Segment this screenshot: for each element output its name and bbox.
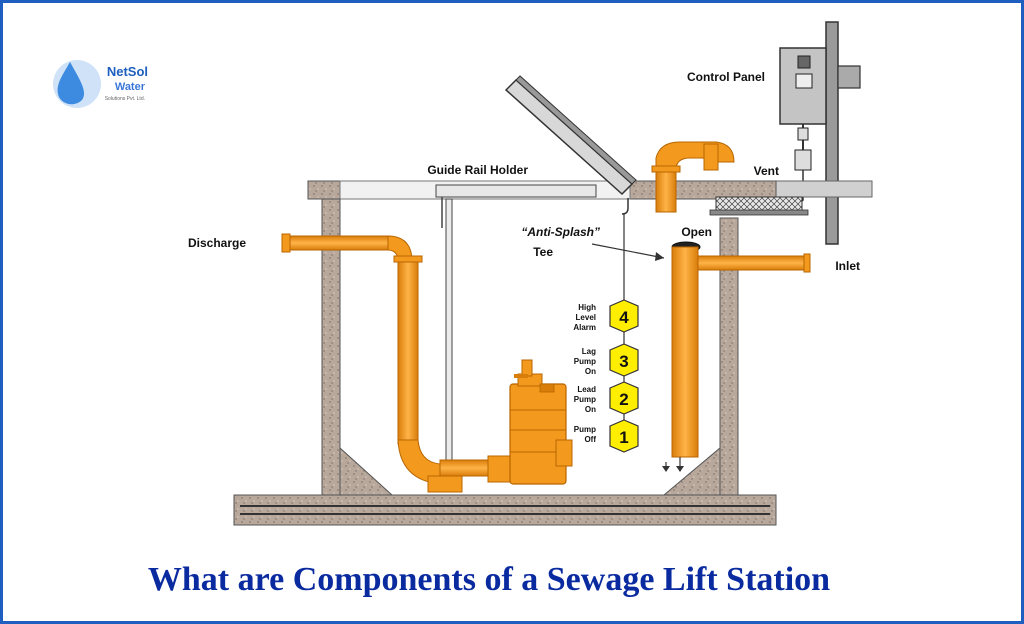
arrow-head-icon [676,466,684,472]
float-4: 4 High Level Alarm [573,299,639,333]
label-anti-splash: “Anti-Splash” [521,225,600,239]
vent-coupling [651,165,681,173]
tee-pointer-line [591,243,665,259]
float-3: 3 Lag Pump On [574,343,639,377]
discharge-pipe-horizontal [287,235,391,251]
float-label: On [585,367,596,376]
panel-bracket [837,65,861,89]
page-title: What are Components of a Sewage Lift Sta… [148,561,830,598]
float-label: Pump [574,395,596,404]
discharge-flange [281,233,291,253]
label-control-panel: Control Panel [687,70,765,84]
logo-tagline: Solutions Pvt. Ltd. [105,96,145,102]
guide-rail-holder [435,184,597,198]
logo: NetSol Water Solutions Pvt. Ltd. [53,60,148,108]
logo-sub: Water [115,81,146,93]
label-tee: Tee [533,245,553,259]
pointer-arrow-icon [655,252,664,261]
vent-pipe [655,167,677,213]
ground-slab-right [775,180,873,198]
floor-slab [233,494,777,526]
label-discharge: Discharge [188,236,246,250]
hatch-lid [504,75,637,196]
level-floats: 4 High Level Alarm 3 Lag Pump On 2 Lead … [573,299,639,453]
pump-base [427,475,463,493]
vent-outlet [703,143,719,171]
junction-box [794,149,812,171]
panel-switch-icon [795,73,813,89]
label-inlet: Inlet [835,259,860,273]
label-vent: Vent [754,164,779,178]
conduit-fitting [797,127,809,141]
hatch-hook-icon [621,198,629,215]
float-label: Pump [574,425,596,434]
logo-name: NetSol [107,64,148,79]
water-drop-icon [57,62,85,105]
float-number: 2 [619,390,628,409]
float-label: Lead [577,385,596,394]
guide-rail [445,198,453,490]
float-2: 2 Lead Pump On [574,381,639,415]
float-label: Level [576,313,596,322]
float-label: Alarm [573,323,596,332]
float-label: High [578,303,596,312]
riser-coupling [393,255,423,263]
float-label: Off [584,435,596,444]
submersible-pump [487,359,573,485]
arrow-head-icon [662,466,670,472]
vent-frame [709,209,809,216]
panel-indicator-icon [797,55,811,69]
float-number: 3 [619,352,628,371]
discharge-riser [397,257,419,445]
float-label: On [585,405,596,414]
pump-connection-pipe [439,459,489,477]
label-open: Open [681,225,712,239]
control-panel-post [825,21,839,245]
float-number: 4 [619,308,629,327]
label-guide-rail-holder: Guide Rail Holder [427,163,528,177]
float-label: Lag [582,347,596,356]
float-number: 1 [619,428,628,447]
float-label: Pump [574,357,596,366]
inlet-pipe [697,255,809,271]
float-1: 1 Pump Off [574,419,639,453]
discharge-elbow-top [387,235,413,259]
anti-splash-tee [671,246,699,458]
left-fillet [339,446,394,496]
inlet-flange [803,253,811,273]
